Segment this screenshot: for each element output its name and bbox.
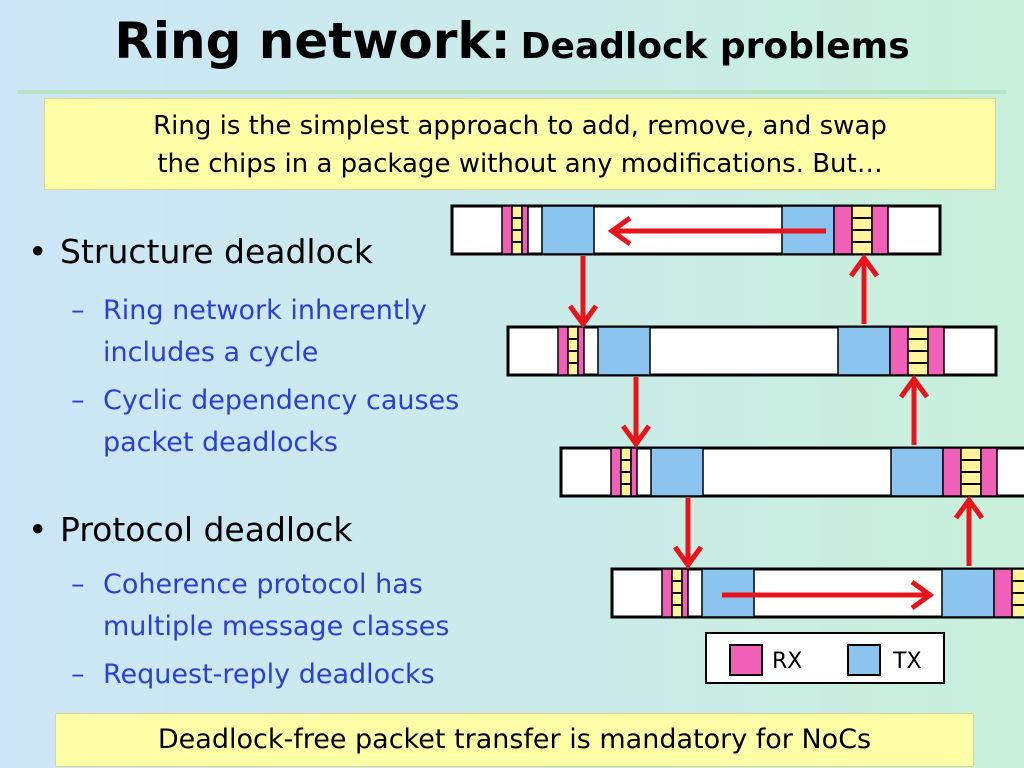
- tx-port: [941, 568, 995, 618]
- sub-bullet-line: Ring network inherently: [103, 295, 427, 326]
- tx-port: [837, 326, 891, 376]
- rx-port: [942, 447, 962, 497]
- bullet-protocol-deadlock: • Protocol deadlock: [28, 510, 353, 549]
- intro-note-line: the chips in a package without any modif…: [157, 149, 883, 179]
- tx-port: [650, 447, 704, 497]
- rx-port: [610, 447, 622, 497]
- arrow-head: [607, 215, 632, 247]
- arrow-head: [567, 304, 599, 329]
- arrow-head: [620, 424, 652, 449]
- dash-icon: –: [71, 569, 85, 600]
- tx-swatch-icon: [847, 644, 881, 676]
- title-divider: [18, 90, 1006, 94]
- arrow-down: [620, 377, 652, 449]
- chip-row-2: [506, 325, 998, 377]
- rx-port: [557, 326, 569, 376]
- sub-bullet: – Ring network inherently includes a cyc…: [71, 290, 427, 374]
- arrow-top-left: [607, 215, 826, 247]
- rx-port: [833, 205, 853, 255]
- arrow-bottom-right: [722, 579, 935, 611]
- footer-note: Deadlock-free packet transfer is mandato…: [55, 713, 974, 767]
- sub-bullet-line: Coherence protocol has: [103, 569, 423, 600]
- intro-note-line: Ring is the simplest approach to add, re…: [153, 111, 887, 141]
- intro-note: Ring is the simplest approach to add, re…: [44, 98, 996, 190]
- sub-bullet: – Request-reply deadlocks: [71, 654, 435, 696]
- rx-swatch-icon: [729, 644, 763, 676]
- arrow-head: [672, 545, 704, 570]
- title-sub: Deadlock problems: [520, 26, 910, 67]
- bullet-label: Protocol deadlock: [60, 510, 353, 549]
- bullet-label: Structure deadlock: [60, 232, 374, 271]
- arrow-up: [953, 495, 985, 566]
- rx-port: [661, 568, 673, 618]
- sub-bullet-line: Cyclic dependency causes: [103, 385, 460, 416]
- dash-icon: –: [71, 385, 85, 416]
- sub-bullet-line: multiple message classes: [103, 611, 450, 642]
- rx-port: [871, 205, 889, 255]
- chip-row-4: [610, 567, 1024, 619]
- rx-port: [521, 205, 529, 255]
- arrow-head: [910, 579, 935, 611]
- arrow-head: [898, 374, 930, 399]
- sub-bullet: – Cyclic dependency causes packet deadlo…: [71, 380, 460, 464]
- chip-row-3: [559, 446, 1024, 498]
- arrow-head: [848, 253, 880, 278]
- rx-port: [889, 326, 909, 376]
- tx-port: [890, 447, 944, 497]
- legend-rx-label: RX: [772, 649, 802, 674]
- rx-port: [681, 568, 689, 618]
- rx-port: [577, 326, 585, 376]
- page-title: Ring network:Deadlock problems: [0, 12, 1024, 70]
- legend-tx-label: TX: [892, 649, 922, 674]
- tx-port: [597, 326, 651, 376]
- bullet-dot-icon: •: [28, 232, 48, 271]
- bullet-structure-deadlock: • Structure deadlock: [28, 232, 373, 271]
- arrow-up: [848, 253, 880, 324]
- tx-port: [541, 205, 595, 255]
- arrow-up: [898, 374, 930, 445]
- bullet-dot-icon: •: [28, 510, 48, 549]
- rx-port: [927, 326, 945, 376]
- arrow-down: [567, 256, 599, 329]
- rx-port: [993, 568, 1013, 618]
- sub-bullet: – Coherence protocol has multiple messag…: [71, 564, 450, 648]
- rx-port: [501, 205, 513, 255]
- sub-bullet-line: packet deadlocks: [103, 427, 338, 458]
- arrow-down: [672, 498, 704, 570]
- chip-row-1: [450, 204, 942, 256]
- legend: RX TX: [705, 632, 945, 684]
- arrow-head: [953, 495, 985, 520]
- sub-bullet-line: includes a cycle: [103, 337, 319, 368]
- rx-port: [980, 447, 998, 497]
- dash-icon: –: [71, 659, 85, 690]
- rx-port: [630, 447, 638, 497]
- dash-icon: –: [71, 295, 85, 326]
- sub-bullet-line: Request-reply deadlocks: [103, 659, 435, 690]
- title-main: Ring network:: [114, 12, 511, 70]
